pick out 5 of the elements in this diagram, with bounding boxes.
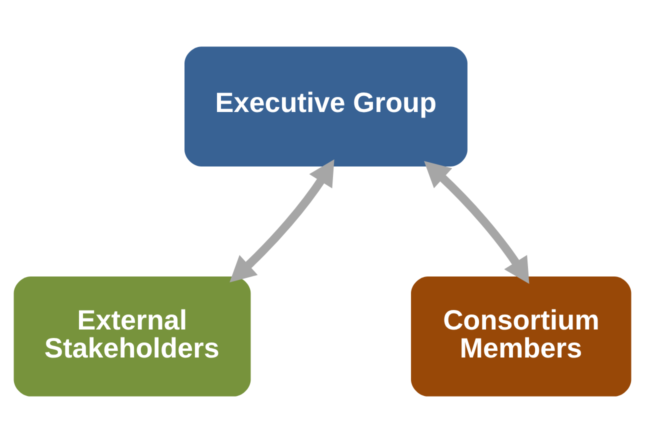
node-box: Executive Group xyxy=(184,46,468,166)
arrow xyxy=(230,158,334,282)
node-box: External Stakeholders xyxy=(14,276,251,396)
node-box: Consortium Members xyxy=(411,276,632,396)
arrow xyxy=(424,160,530,284)
